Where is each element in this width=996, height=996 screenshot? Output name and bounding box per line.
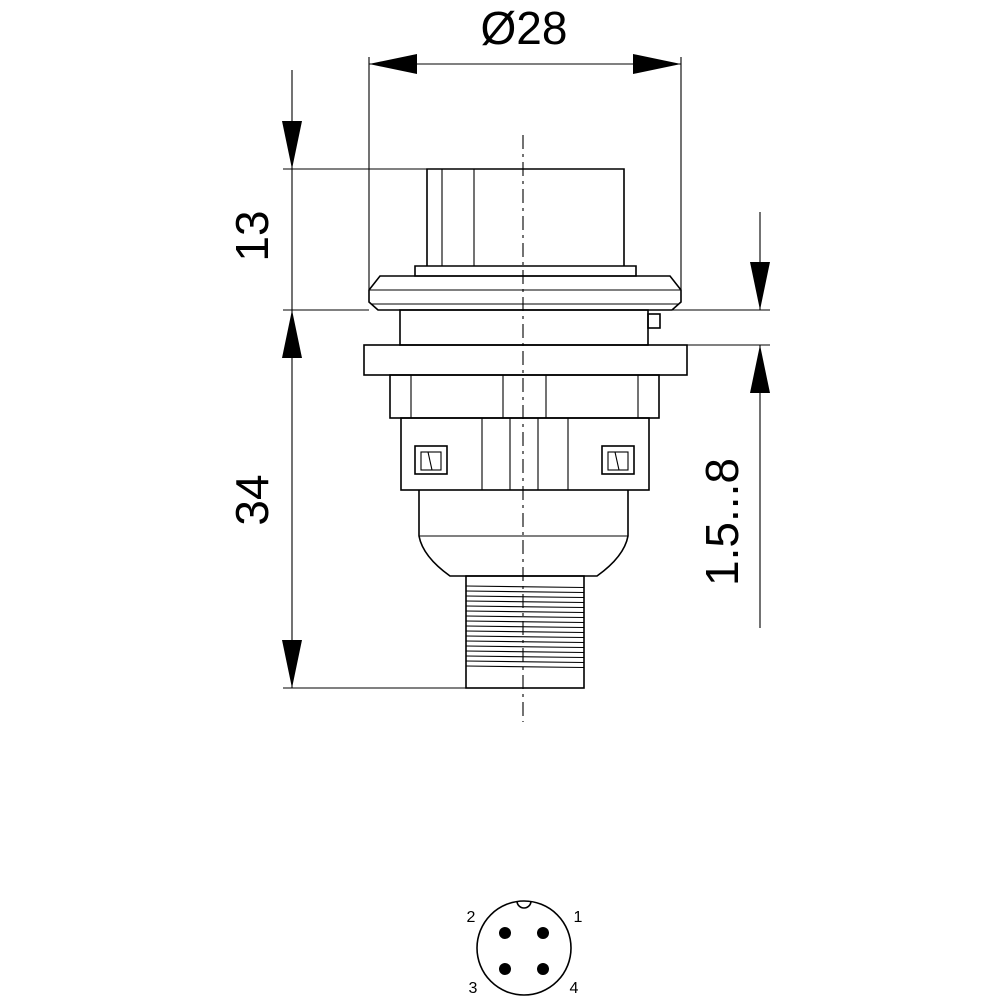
thread-line xyxy=(465,595,585,599)
body-length-label: 34 xyxy=(226,474,278,525)
thread-line xyxy=(465,630,585,634)
bezel xyxy=(368,275,682,311)
thread-line xyxy=(465,640,585,644)
pin-2-label: 2 xyxy=(467,909,476,926)
thread-line xyxy=(465,625,585,629)
diameter-label: Ø28 xyxy=(481,2,568,54)
pin-3-label: 3 xyxy=(469,980,478,996)
thread-line xyxy=(465,615,585,619)
pin-2-icon xyxy=(499,927,511,939)
actuator-knob xyxy=(414,168,637,277)
switch-body xyxy=(363,168,688,689)
latch-right-icon xyxy=(601,445,635,475)
thread-line xyxy=(465,655,585,659)
thread-line xyxy=(465,620,585,624)
thread-line xyxy=(465,605,585,609)
neck xyxy=(399,309,661,346)
pin-4-icon xyxy=(537,963,549,975)
thread-line xyxy=(465,585,585,589)
thread-line xyxy=(465,600,585,604)
connector-pinout: 1 2 3 4 xyxy=(467,900,583,996)
connector-face xyxy=(476,900,572,996)
threaded-connector xyxy=(465,575,585,689)
thread-line xyxy=(465,665,585,669)
latch-left-icon xyxy=(414,445,448,475)
body-length-dimension: 34 xyxy=(226,310,466,689)
pin-4-label: 4 xyxy=(570,980,579,996)
pin-1-icon xyxy=(537,927,549,939)
pin-1-label: 1 xyxy=(574,909,583,926)
pin-3-icon xyxy=(499,963,511,975)
thread-line xyxy=(465,590,585,594)
mounting-nut xyxy=(363,344,688,376)
thread-line xyxy=(465,645,585,649)
arrowhead-down-icon xyxy=(282,121,302,169)
key-notch-icon xyxy=(516,900,532,909)
thread-line xyxy=(465,635,585,639)
top-height-label: 13 xyxy=(226,210,278,261)
thread-lines xyxy=(465,585,585,669)
thread-line xyxy=(465,610,585,614)
collar xyxy=(389,374,660,419)
arrowhead-right-icon xyxy=(633,54,681,74)
top-height-dimension: 13 xyxy=(226,70,430,311)
arrowhead-up-icon xyxy=(750,345,770,393)
panel-range-dimension: 1.5...8 xyxy=(660,212,770,628)
arrowhead-down-icon xyxy=(750,262,770,310)
arrowhead-left-icon xyxy=(369,54,417,74)
arrowhead-up-icon xyxy=(282,310,302,358)
arrowhead-down-icon xyxy=(282,640,302,688)
panel-range-label: 1.5...8 xyxy=(696,458,748,586)
thread-line xyxy=(465,660,585,664)
diameter-dimension: Ø28 xyxy=(368,2,682,290)
thread-line xyxy=(465,650,585,654)
contact-block xyxy=(400,417,650,491)
